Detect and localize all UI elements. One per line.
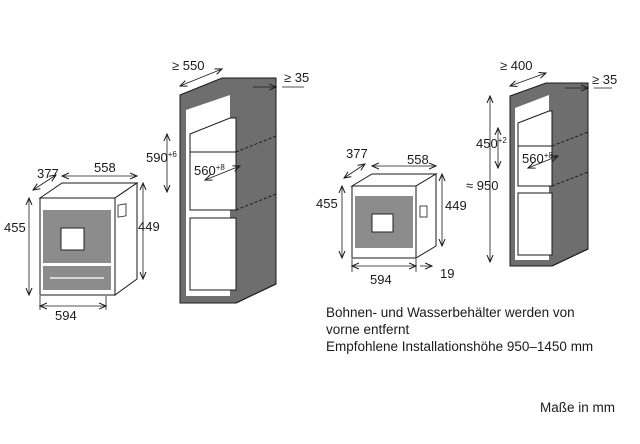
right-appliance-depth-total: 377	[346, 146, 368, 161]
left-appliance-dims	[29, 175, 143, 310]
right-cabinet-niche-width: 560+8	[522, 151, 553, 166]
right-appliance-front-offset: 19	[440, 266, 454, 281]
left-cabinet-min-gap: ≥ 35	[284, 70, 309, 85]
right-appliance-dims	[342, 164, 442, 272]
left-cabinet	[179, 77, 277, 304]
note-line-3: Empfohlene Installationshöhe 950–1450 mm	[326, 339, 594, 354]
units-label: Maße in mm	[540, 400, 616, 415]
left-appliance-side	[114, 182, 138, 296]
right-appliance	[350, 173, 438, 259]
left-appliance-height-niche: 449	[138, 219, 160, 234]
left-appliance-width: 594	[55, 308, 77, 323]
left-appliance-depth-body: 558	[94, 160, 116, 175]
installation-notes: Bohnen- und Wasserbehälter werden von vo…	[326, 304, 593, 355]
right-appliance-depth-body: 558	[407, 152, 429, 167]
note-line-1: Bohnen- und Wasserbehälter werden von	[326, 305, 575, 320]
right-cabinet-niche-height: 450+2	[476, 136, 507, 151]
right-appliance-height-front: 455	[316, 196, 338, 211]
left-cabinet-dims	[167, 69, 304, 192]
left-appliance-display	[60, 227, 85, 251]
left-appliance-height-front: 455	[4, 220, 26, 235]
left-appliance	[38, 182, 139, 296]
right-cabinet	[509, 82, 589, 267]
left-cabinet-niche	[189, 151, 237, 211]
note-line-2: vorne entfernt	[326, 322, 410, 337]
right-cabinet-min-gap: ≥ 35	[592, 72, 617, 87]
right-appliance-width: 594	[370, 272, 392, 287]
left-cabinet-niche-width: 560+8	[194, 163, 225, 178]
right-cabinet-height: ≈ 950	[466, 178, 498, 193]
left-cabinet-min-depth: ≥ 550	[172, 58, 204, 73]
left-appliance-depth-total: 377	[37, 166, 59, 181]
right-appliance-height-niche: 449	[445, 198, 467, 213]
left-cabinet-niche-height: 590+6	[146, 150, 177, 165]
right-cabinet-dims	[490, 73, 612, 262]
right-cabinet-min-depth: ≥ 400	[500, 58, 532, 73]
right-appliance-display	[371, 213, 394, 233]
